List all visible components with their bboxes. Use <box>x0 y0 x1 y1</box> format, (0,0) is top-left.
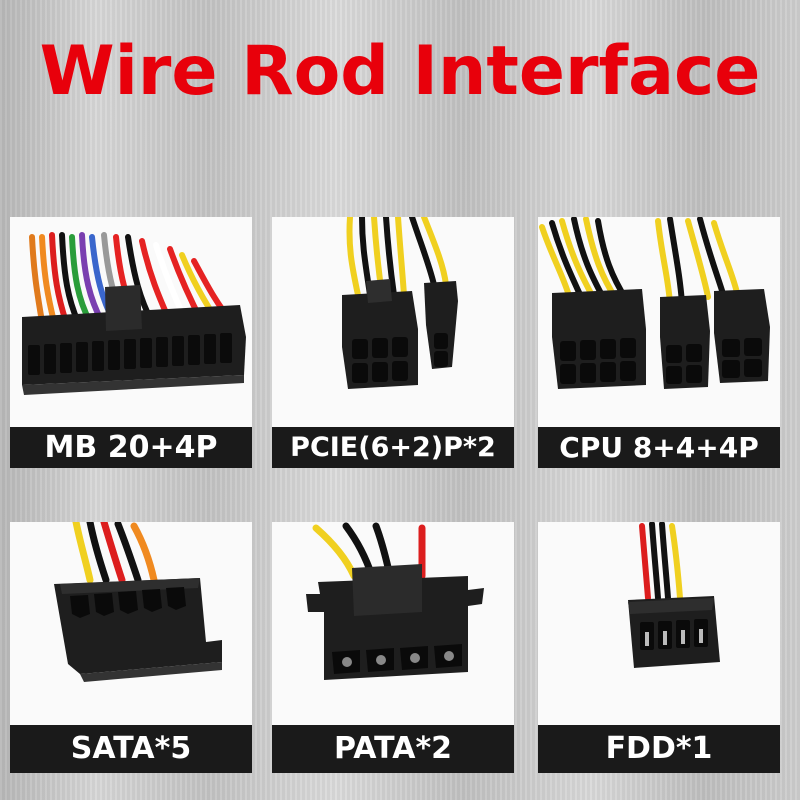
connector-label-mb: MB 20+4P <box>10 427 252 468</box>
connector-tile-pcie: PCIE(6+2)P*2 <box>272 217 514 468</box>
connector-tile-sata: SATA*5 <box>10 522 252 773</box>
connector-label-pcie: PCIE(6+2)P*2 <box>272 427 514 468</box>
pcie-connector-image <box>342 217 458 389</box>
connector-tile-fdd: FDD*1 <box>538 522 780 773</box>
sata-connector-image <box>54 522 222 682</box>
connector-label-sata: SATA*5 <box>10 725 252 773</box>
connector-tile-cpu: CPU 8+4+4P <box>538 217 780 468</box>
connector-tile-pata: PATA*2 <box>272 522 514 773</box>
connector-label-cpu: CPU 8+4+4P <box>538 427 780 468</box>
page-title: Wire Rod Interface <box>39 32 761 111</box>
connector-label-pata: PATA*2 <box>272 725 514 773</box>
cpu-connector-image <box>539 217 770 389</box>
fdd-connector-image <box>628 522 720 668</box>
connector-label-fdd: FDD*1 <box>538 725 780 773</box>
mb-connector-image <box>22 232 246 395</box>
connector-tile-mb: MB 20+4P <box>10 217 252 468</box>
pata-connector-image <box>306 522 484 680</box>
